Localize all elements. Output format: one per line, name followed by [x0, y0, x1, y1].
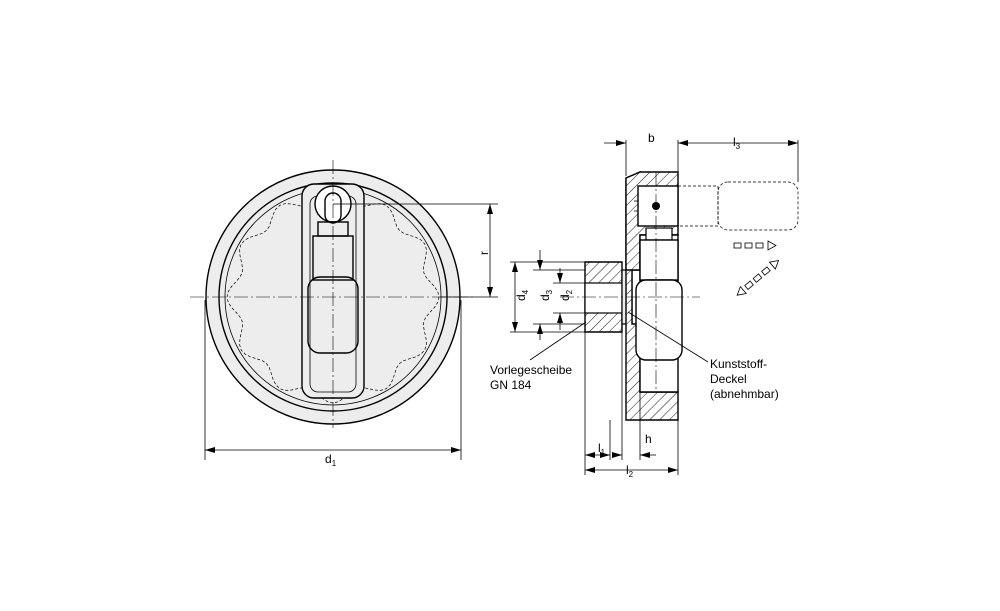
h-label: h [645, 432, 652, 446]
d3-arrow-top [537, 260, 543, 270]
r-arrow-top [487, 204, 493, 214]
l2-label: l2 [626, 463, 634, 479]
grip-wave-contour [226, 190, 440, 404]
d2-arrow-top [557, 273, 563, 283]
d1-arrow-left [205, 447, 215, 453]
d4-arrow-top [512, 262, 518, 272]
r-label: r [477, 251, 491, 255]
b-label: b [648, 131, 655, 145]
extended-handle-shaft [677, 185, 719, 227]
d3-label: d3 [538, 289, 554, 301]
d3-arrow-bottom [537, 324, 543, 334]
h-arrow-left [612, 452, 622, 458]
washer-leader [529, 321, 587, 361]
d1-label: d1 [325, 452, 337, 468]
cover-leader [627, 311, 709, 363]
l1-label: l1 [598, 441, 606, 457]
folded-handle-shaft [639, 239, 679, 281]
extended-handle-grip [717, 181, 799, 231]
d2-arrow-bottom [557, 313, 563, 323]
r-arrow-bottom [487, 287, 493, 297]
l2-arrow-left [585, 467, 595, 473]
washer-label-line1: Vorlegescheibe [490, 363, 572, 377]
d1-arrow-right [451, 447, 461, 453]
cover-label-line1: Kunststoff- [710, 357, 767, 371]
folded-handle-grip [635, 279, 683, 361]
l1-arrow-right [600, 452, 610, 458]
cover-label-line3: (abnehmbar) [710, 387, 779, 401]
d4-arrow-bottom [512, 322, 518, 332]
front-view: d1 r [190, 160, 498, 468]
h-arrow-right [640, 452, 650, 458]
b-arrow-left [616, 140, 626, 146]
folded-handle-neck [645, 227, 673, 241]
l1-arrow-left [585, 452, 595, 458]
hub-bore [584, 282, 623, 314]
l3-label: l3 [733, 135, 741, 151]
d4-label: d4 [514, 289, 530, 301]
cover-label-line2: Deckel [710, 372, 747, 386]
side-section-view: b l3 d4 d3 d2 l1 [490, 131, 799, 479]
d2-label: d2 [558, 289, 574, 301]
l3-arrow-right [788, 140, 798, 146]
rotation-direction-arrows-icon [733, 240, 780, 296]
l2-arrow-right [668, 467, 678, 473]
washer-label-line2: GN 184 [490, 378, 532, 392]
